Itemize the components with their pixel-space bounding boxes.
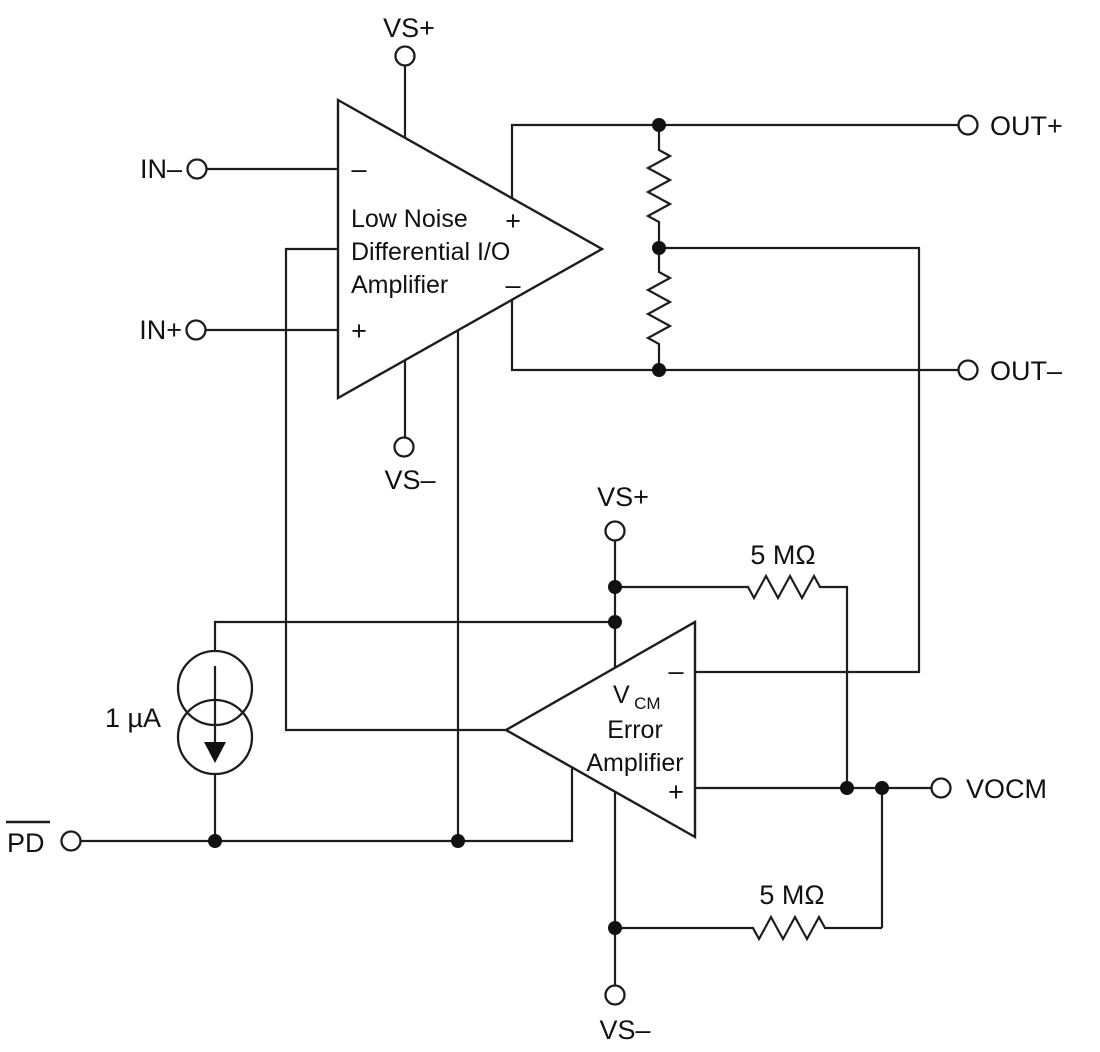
main-amp-labels: Low Noise Differential I/O Amplifier – +…: [351, 154, 521, 346]
label-pd-group: PD: [6, 820, 50, 858]
terminal-vs-plus-main: [394, 45, 416, 67]
main-amp-line1: Low Noise: [351, 205, 468, 233]
wire-pd-rail: [81, 767, 574, 843]
main-amp-line2: Differential I/O: [351, 238, 510, 266]
resistor-5m-top-path: [615, 573, 849, 788]
wire-out-plus: [510, 123, 958, 199]
label-in-minus: IN–: [140, 154, 182, 184]
resistor-divider-top: [645, 125, 673, 248]
junction-vsminus-5m: [608, 921, 622, 935]
junction-out-minus: [652, 363, 666, 377]
terminal-vs-plus-error: [604, 520, 626, 542]
terminal-vocm: [930, 777, 952, 799]
error-amp-v-subscript: CM: [634, 694, 660, 713]
label-out-minus: OUT–: [990, 356, 1062, 386]
junction-vocm-right: [875, 781, 889, 795]
wire-cm-feedback: [284, 247, 506, 732]
terminal-pins: [60, 45, 979, 1006]
junction-vsplus-5m: [608, 580, 622, 594]
wire-bias-rail: [213, 620, 615, 651]
error-amp-input-minus-sign: –: [668, 656, 683, 686]
current-source-symbol: [176, 649, 254, 776]
error-amp-vcm-label: V CM: [613, 681, 661, 713]
error-amp-line2: Error: [607, 716, 663, 744]
junction-vocm-left: [840, 781, 854, 795]
terminal-vs-minus-error: [604, 984, 626, 1006]
label-vocm: VOCM: [966, 774, 1047, 804]
label-pd: PD: [7, 828, 45, 858]
wire-midtap-to-error-minus: [659, 246, 921, 674]
label-vs-minus-main: VS–: [384, 465, 435, 495]
resistor-divider-bottom: [645, 248, 673, 370]
main-amp-output-plus-sign: +: [505, 206, 521, 236]
junction-midtap: [652, 241, 666, 255]
wires: [81, 66, 958, 985]
terminal-in-minus: [186, 158, 208, 180]
error-amp-v: V: [613, 681, 630, 709]
terminal-out-plus: [957, 114, 979, 136]
label-in-plus: IN+: [139, 315, 182, 345]
label-resistor-5m-bottom: 5 MΩ: [759, 880, 824, 910]
main-amp-line3: Amplifier: [351, 271, 448, 299]
resistor-5m-bottom-path: [615, 914, 882, 942]
wire-out-minus: [510, 300, 958, 372]
main-amp-output-minus-sign: –: [505, 270, 520, 300]
junction-out-plus: [652, 118, 666, 132]
error-amp-input-plus-sign: +: [668, 777, 684, 807]
error-amp-labels: V CM Error Amplifier – +: [586, 656, 684, 807]
terminal-pd: [60, 830, 82, 852]
label-out-plus: OUT+: [990, 111, 1063, 141]
label-vs-minus-error: VS–: [599, 1015, 650, 1045]
main-amp-input-minus-sign: –: [351, 154, 366, 184]
junction-dots: [208, 118, 889, 935]
terminal-vs-minus-main: [393, 436, 415, 458]
main-amp-input-plus-sign: +: [351, 316, 367, 346]
current-source-arrow-head: [204, 742, 226, 763]
label-current-source: 1 µA: [105, 703, 161, 733]
terminal-in-plus: [185, 319, 207, 341]
terminal-out-minus: [957, 359, 979, 381]
vcm-error-amplifier-triangle: [503, 619, 697, 840]
error-amp-line3: Amplifier: [586, 749, 683, 777]
junction-pd-main-tap: [451, 834, 465, 848]
label-vs-plus-main: VS+: [383, 13, 435, 43]
label-vs-plus-error: VS+: [597, 482, 649, 512]
label-resistor-5m-top: 5 MΩ: [750, 540, 815, 570]
junction-pd-current-source: [208, 834, 222, 848]
junction-vsplus-bias: [608, 615, 622, 629]
